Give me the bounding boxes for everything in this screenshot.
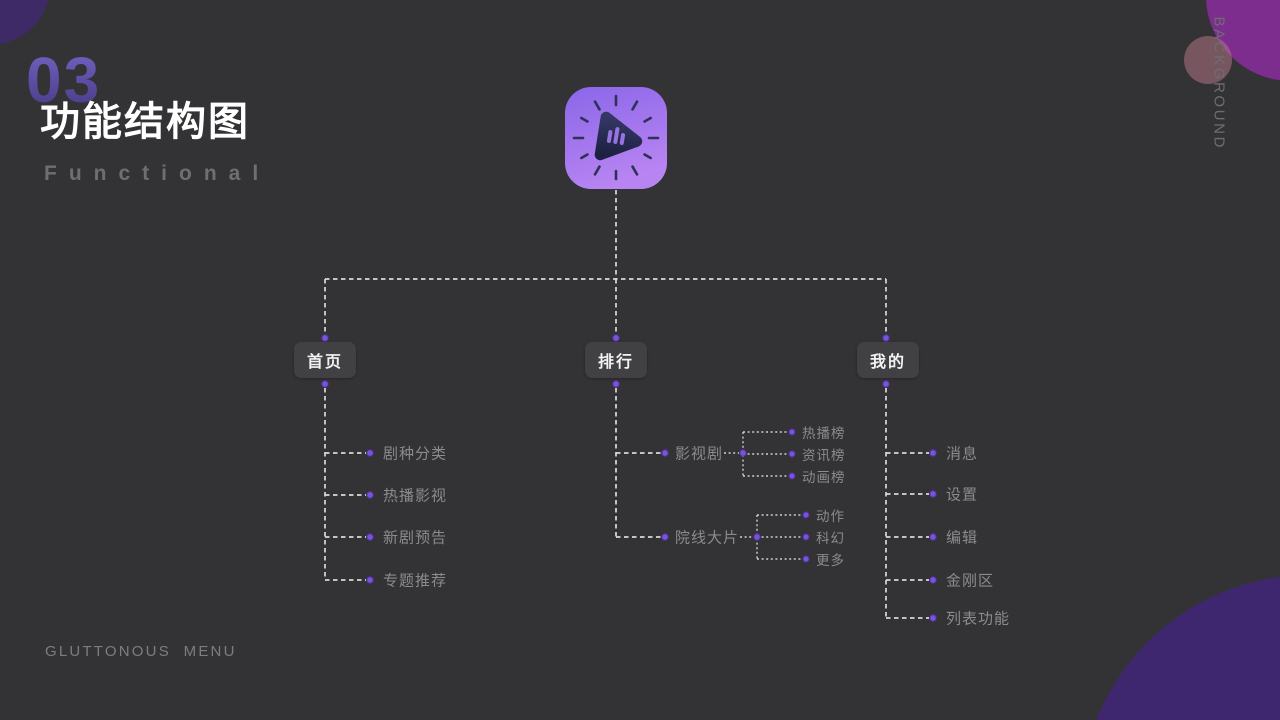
page-subtitle: Functional: [44, 162, 271, 185]
node-mine: 我的: [856, 342, 920, 378]
decor-circle-bottom-right: [1080, 575, 1280, 720]
tree-leaf-home-2: 热播影视: [383, 487, 448, 505]
tree-leaf-scifi: 科幻: [816, 531, 845, 546]
node-ranking: 排行: [584, 342, 648, 378]
tree-leaf-mine-5: 列表功能: [946, 610, 1011, 628]
section-number: 03: [26, 44, 102, 116]
tree-node-film-tv: 影视剧: [675, 445, 724, 463]
node-home: 首页: [293, 342, 357, 378]
play-chart-icon: [594, 111, 643, 161]
side-vertical-text: APP SESIGN BACKGROUND: [1211, 0, 1228, 150]
decor-circle-top-left: [0, 0, 50, 45]
app-icon: [565, 87, 667, 189]
tree-leaf-home-3: 新剧预告: [383, 529, 448, 547]
tree-leaf-mine-1: 消息: [946, 445, 979, 463]
decor-circle-top-right-small: [1184, 36, 1232, 84]
tree-leaf-home-1: 剧种分类: [383, 445, 448, 463]
tree-leaf-more: 更多: [816, 553, 845, 568]
tree-leaf-hot-list: 热播榜: [802, 426, 846, 441]
tree-leaf-mine-3: 编辑: [946, 529, 979, 547]
tree-leaf-anime-list: 动画榜: [802, 470, 846, 485]
tree-leaf-mine-4: 金刚区: [946, 572, 995, 590]
tree-leaf-home-4: 专题推荐: [383, 572, 448, 590]
tree-leaf-mine-2: 设置: [946, 486, 979, 504]
sunburst-icon: [572, 94, 660, 181]
footer-text: GLUTTONOUS MENU: [45, 643, 237, 660]
tree-node-cinema: 院线大片: [675, 529, 740, 547]
tree-leaf-action: 动作: [816, 509, 845, 524]
page-title: 功能结构图: [40, 100, 250, 144]
tree-leaf-news-list: 资讯榜: [802, 448, 846, 463]
